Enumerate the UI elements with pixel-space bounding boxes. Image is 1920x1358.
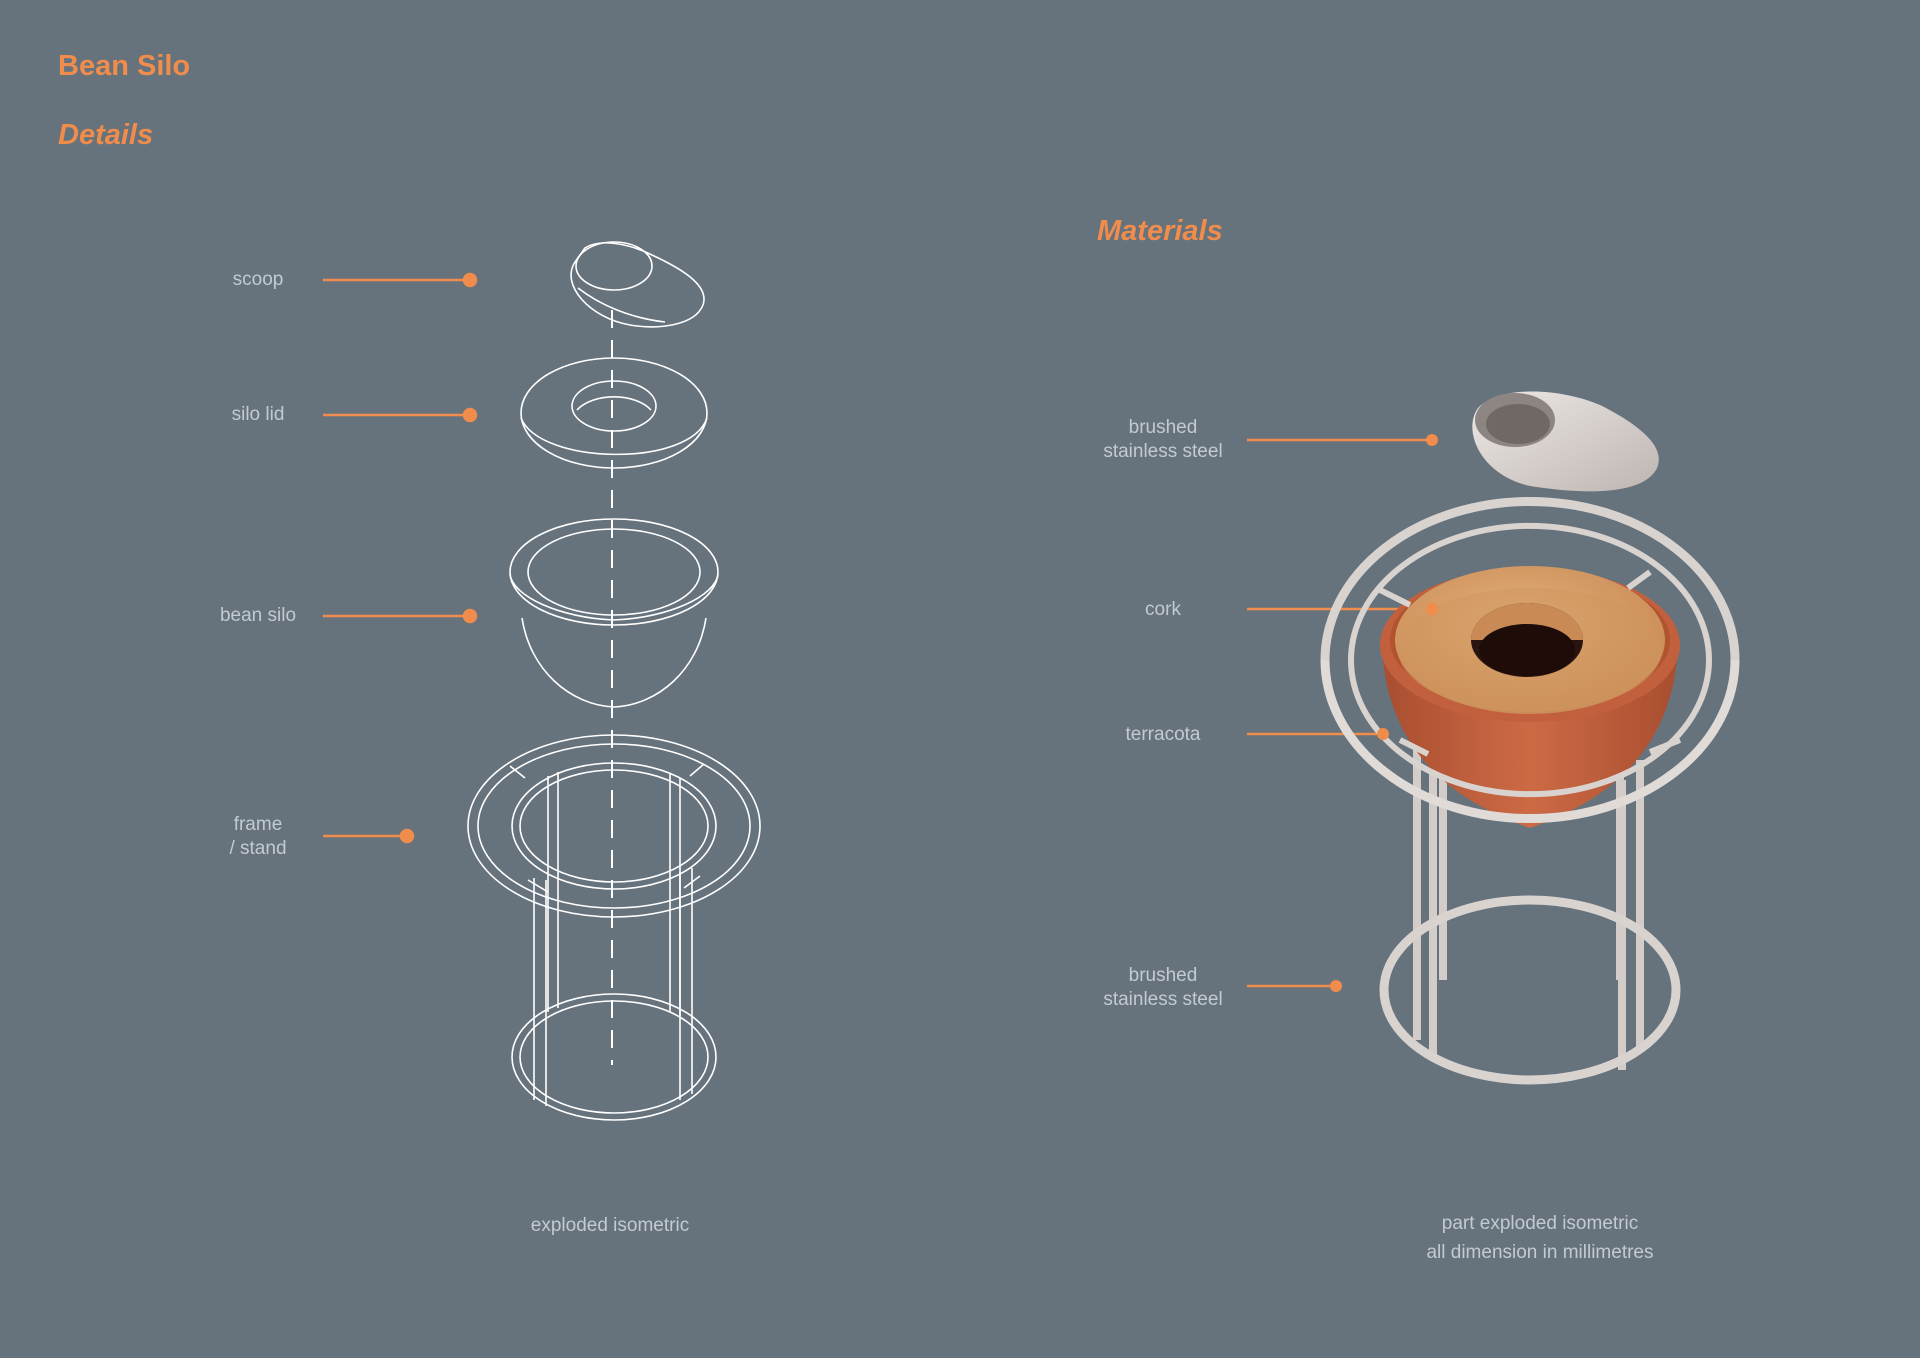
frame-stand-outline [467,734,761,1121]
exploded-line-art [467,241,761,1121]
caption-part-exploded: part exploded isometric [1441,1213,1639,1234]
steel-bottom-ring [1379,895,1681,1085]
steel-ring-front [1320,659,1740,824]
caption-dimensions: all dimension in millimetres [1426,1242,1654,1263]
leader-lines-left [323,272,478,844]
label-scoop-material: brushed stainless steel [1103,417,1223,462]
silo-lid-outline [520,357,708,469]
details-heading: Details [58,119,154,151]
label-silo-lid: silo lid [231,404,285,425]
leader-dots-right [1330,434,1438,992]
scoop-outline [570,241,705,328]
page-title: Bean Silo [58,50,191,82]
label-bean-silo: bean silo [219,605,297,626]
label-cork: cork [1145,599,1181,620]
bean-silo-outline [509,518,719,708]
caption-exploded: exploded isometric [530,1215,690,1236]
materials-heading: Materials [1097,215,1223,247]
label-scoop: scoop [232,269,284,290]
steel-ring-back [1320,496,1740,661]
label-terracota: terracota [1125,724,1201,745]
rendered-model [1320,391,1740,1085]
label-frame-material: brushed stainless steel [1103,965,1223,1010]
scoop-render [1472,391,1659,492]
label-frame-stand: frame / stand [229,814,287,859]
